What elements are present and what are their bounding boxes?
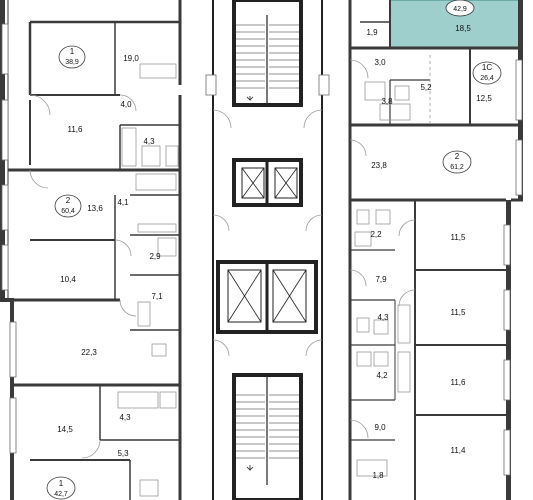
- badge-type: 1: [59, 479, 64, 488]
- left-wing: [0, 0, 182, 500]
- room-area: 4,3: [143, 137, 155, 146]
- room-area: 18,5: [455, 24, 471, 33]
- room-area: 11,5: [451, 233, 467, 242]
- room-labels: 19,0 4,0 11,6 4,3 13,6 4,1 10,4 2,9 7,1 …: [57, 28, 492, 480]
- central-core: [205, 0, 330, 500]
- room-area: 14,5: [57, 425, 73, 434]
- badge-total: 61,2: [450, 164, 464, 171]
- badge-total: 42,9: [453, 6, 467, 13]
- room-area: 7,1: [151, 292, 163, 301]
- room-area: 4,3: [377, 313, 389, 322]
- badge-right-studio: 1С 26,4: [472, 61, 502, 85]
- room-area: 4,0: [120, 100, 132, 109]
- badge-left-bottom: 1 42,7: [46, 476, 76, 500]
- room-area: 4,2: [376, 371, 388, 380]
- badge-type: 2: [66, 196, 71, 205]
- badge-type: 1: [70, 47, 75, 56]
- room-area: 11,4: [451, 446, 467, 455]
- right-fixtures: [349, 55, 431, 477]
- badge-total: 38,9: [65, 59, 79, 66]
- badge-left-top: 1 38,9: [58, 45, 86, 69]
- room-area: 22,3: [81, 348, 97, 357]
- bottom-stair-treads: [236, 394, 299, 459]
- badge-total: 42,7: [54, 491, 68, 498]
- room-area: 4,1: [117, 198, 129, 207]
- room-area: 11,6: [451, 378, 467, 387]
- badge-left-mid: 2 60,4: [54, 194, 82, 218]
- room-area: 19,0: [123, 54, 139, 63]
- left-fixtures: [29, 63, 179, 497]
- room-area: 13,6: [87, 204, 103, 213]
- room-area: 10,4: [60, 275, 76, 284]
- badge-right-mid: 2 61,2: [442, 150, 472, 174]
- badge-type: 1С: [482, 63, 492, 72]
- room-area: 3,8: [381, 97, 393, 106]
- room-area: 9,0: [374, 423, 386, 432]
- room-area: 23,8: [371, 161, 387, 170]
- room-area: 2,9: [149, 252, 161, 261]
- core-door-swings: [212, 109, 323, 357]
- room-area: 1,8: [372, 471, 384, 480]
- room-area: 5,3: [117, 449, 129, 458]
- badge-total: 26,4: [480, 75, 494, 82]
- room-area: 7,9: [375, 275, 387, 284]
- right-wing: [348, 0, 523, 500]
- room-area: 2,2: [370, 230, 382, 239]
- room-area: 11,5: [451, 308, 467, 317]
- room-area: 3,0: [374, 58, 386, 67]
- room-area: 11,6: [68, 125, 84, 134]
- top-stair-treads: [236, 24, 299, 89]
- room-area: 5,2: [420, 83, 432, 92]
- room-area: 1,9: [366, 28, 378, 37]
- badge-total: 60,4: [61, 208, 75, 215]
- room-area: 4,3: [119, 413, 131, 422]
- room-area: 12,5: [476, 94, 492, 103]
- badge-type: 2: [455, 152, 460, 161]
- badge-right-highlight: 42,9: [445, 0, 475, 17]
